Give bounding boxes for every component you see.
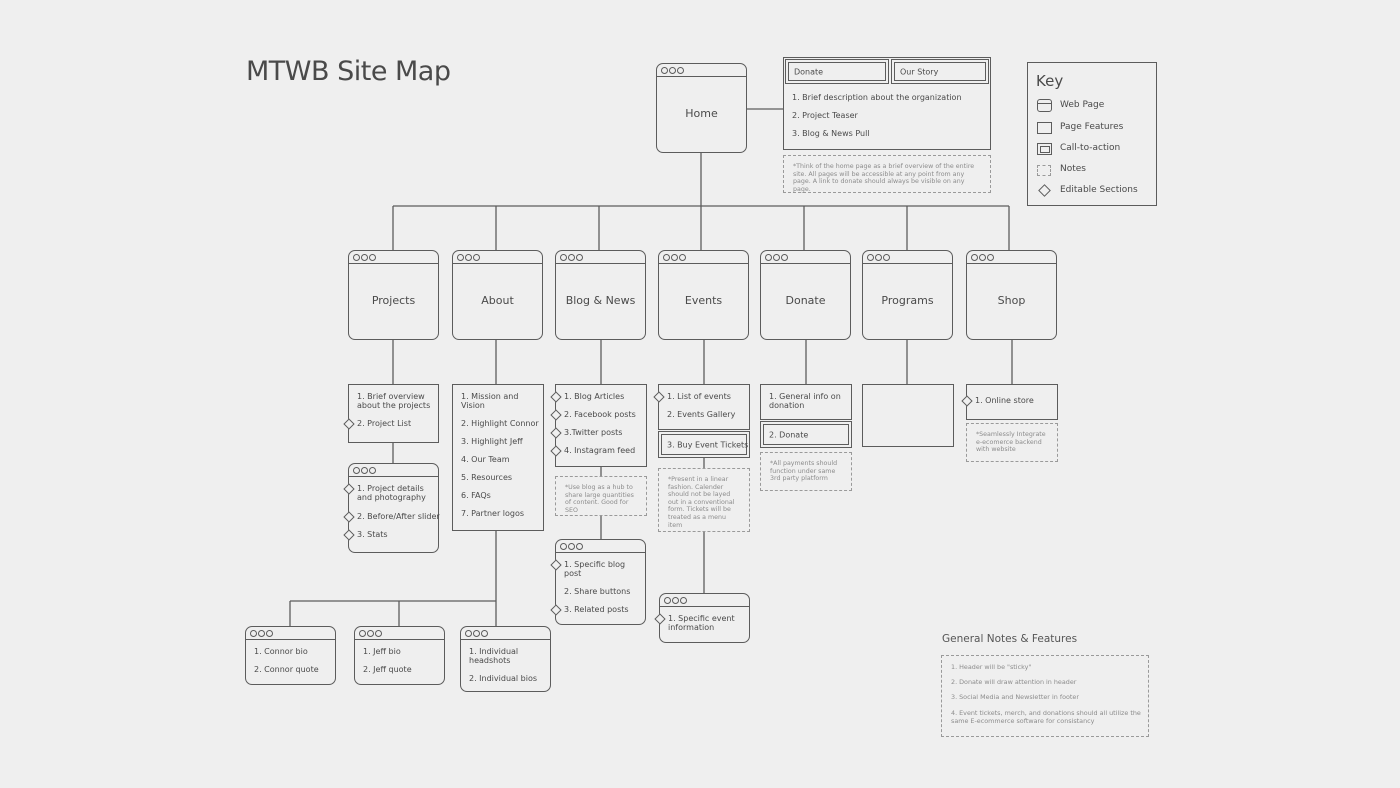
projects-features-box: 1. Brief overview about the projects 2. …	[343, 384, 439, 443]
page-programs-label: Programs	[881, 294, 934, 307]
window-bar	[657, 64, 746, 77]
shop-features-box: 1. Online store	[961, 384, 1058, 420]
general-note-1: 1. Header will be "sticky"	[951, 663, 1032, 671]
key-editable: Editable Sections	[1060, 185, 1138, 195]
shop-feature-1: 1. Online store	[975, 396, 1034, 405]
general-note-3: 3. Social Media and Newsletter in footer	[951, 693, 1079, 701]
blog-feature-2: 2. Facebook posts	[564, 410, 636, 419]
page-donate[interactable]: Donate	[760, 250, 851, 340]
shop-note: *Seamlessly Integrate e-ecomerce backend…	[966, 423, 1058, 462]
about-feature-7: 7. Partner logos	[461, 509, 525, 518]
events-features-box: 1. List of events 2. Events Gallery	[653, 384, 750, 430]
key-page-features: Page Features	[1060, 122, 1124, 132]
connor-item-1: 1. Connor bio	[254, 647, 308, 656]
home-feature-2: 2. Project Teaser	[792, 111, 858, 120]
about-feature-6: 6. FAQs	[461, 491, 491, 500]
blog-note: *Use blog as a hub to share large quanti…	[555, 476, 647, 516]
general-note-2: 2. Donate will draw attention in header	[951, 678, 1077, 686]
page-home[interactable]: Home	[656, 63, 747, 153]
blog-feature-3: 3.Twitter posts	[564, 428, 623, 437]
blog-feature-4: 4. Instagram feed	[564, 446, 636, 455]
page-projects[interactable]: Projects	[348, 250, 439, 340]
blog-post-item-3: 3. Related posts	[564, 605, 629, 614]
blog-post-item-1: 1. Specific blog post	[564, 560, 626, 578]
connor-item-2: 2. Connor quote	[254, 665, 319, 674]
page-title: MTWB Site Map	[246, 56, 451, 87]
key-cta: Call-to-action	[1060, 143, 1121, 153]
donate-cta[interactable]: 2. Donate	[760, 421, 852, 448]
page-events[interactable]: Events	[658, 250, 749, 340]
events-note: *Present in a linear fashion. Calender s…	[658, 468, 750, 532]
page-project-detail[interactable]: 1. Project details and photography 2. Be…	[343, 463, 440, 553]
projects-feature-2: 2. Project List	[357, 419, 412, 428]
about-feature-3: 3. Highlight Jeff	[461, 437, 523, 446]
page-connor[interactable]: 1. Connor bio 2. Connor quote	[245, 626, 336, 685]
page-blog-label: Blog & News	[565, 294, 636, 307]
event-detail-item-1: 1. Specific event information	[668, 614, 735, 632]
page-projects-label: Projects	[371, 294, 416, 307]
donate-note: *All payments should function under same…	[760, 452, 852, 491]
page-jeff[interactable]: 1. Jeff bio 2. Jeff quote	[354, 626, 445, 685]
individuals-item-2: 2. Individual bios	[469, 674, 538, 683]
key-notes: Notes	[1060, 164, 1086, 174]
general-notes-title: General Notes & Features	[942, 633, 1078, 645]
home-feature-1: 1. Brief description about the organizat…	[792, 93, 962, 102]
page-features-icon	[1037, 122, 1052, 134]
page-home-label: Home	[685, 107, 718, 120]
key-box: Key Web Page Page Features Call-to-actio…	[1027, 62, 1157, 206]
notes-icon	[1037, 165, 1051, 176]
blog-post-item-2: 2. Share buttons	[564, 587, 631, 596]
page-about-label: About	[481, 294, 514, 307]
about-feature-1: 1. Mission and Vision	[461, 392, 519, 410]
home-donate-cta[interactable]: Donate	[785, 59, 889, 84]
blog-feature-1: 1. Blog Articles	[564, 392, 625, 401]
project-detail-2: 2. Before/After slider	[357, 512, 440, 521]
jeff-item-2: 2. Jeff quote	[363, 665, 412, 674]
buy-tickets-cta[interactable]: 3. Buy Event Tickets	[658, 431, 750, 458]
page-events-label: Events	[684, 294, 723, 307]
key-title: Key	[1036, 72, 1064, 90]
about-feature-4: 4. Our Team	[461, 455, 510, 464]
jeff-item-1: 1. Jeff bio	[363, 647, 401, 656]
page-shop[interactable]: Shop	[966, 250, 1057, 340]
page-blog[interactable]: Blog & News	[555, 250, 646, 340]
home-features-box: Donate Our Story 1. Brief description ab…	[783, 57, 991, 150]
about-feature-5: 5. Resources	[461, 473, 513, 482]
events-feature-1: 1. List of events	[667, 392, 731, 401]
key-web-page: Web Page	[1060, 100, 1105, 110]
blog-features-box: 1. Blog Articles 2. Facebook posts 3.Twi…	[550, 384, 647, 467]
page-donate-label: Donate	[785, 294, 826, 307]
home-note: *Think of the home page as a brief overv…	[783, 155, 991, 193]
projects-feature-1: 1. Brief overview about the projects	[357, 392, 431, 410]
web-page-icon	[1037, 99, 1052, 112]
page-blog-post[interactable]: 1. Specific blog post 2. Share buttons 3…	[550, 539, 646, 625]
general-note-4: 4. Event tickets, merch, and donations s…	[951, 709, 1141, 725]
page-event-detail[interactable]: 1. Specific event information	[654, 593, 750, 643]
donate-features-box: 1. General info on donation	[760, 384, 852, 420]
editable-icon	[1038, 184, 1051, 197]
individuals-item-1: 1. Individual headshots	[469, 647, 519, 665]
page-shop-label: Shop	[997, 294, 1026, 307]
page-individuals[interactable]: 1. Individual headshots 2. Individual bi…	[460, 626, 551, 692]
events-feature-2: 2. Events Gallery	[667, 410, 736, 419]
cta-icon	[1037, 143, 1052, 155]
home-our-story-cta[interactable]: Our Story	[891, 59, 989, 84]
general-notes-box: 1. Header will be "sticky" 2. Donate wil…	[941, 655, 1149, 737]
about-features-box: 1. Mission and Vision 2. Highlight Conno…	[452, 384, 544, 531]
page-programs[interactable]: Programs	[862, 250, 953, 340]
home-feature-3: 3. Blog & News Pull	[792, 129, 870, 138]
about-feature-2: 2. Highlight Connor	[461, 419, 539, 428]
project-detail-1: 1. Project details and photography	[357, 484, 426, 502]
project-detail-3: 3. Stats	[357, 530, 388, 539]
page-about[interactable]: About	[452, 250, 543, 340]
donate-feature-1: 1. General info on donation	[769, 392, 841, 410]
programs-features-box	[862, 384, 954, 447]
